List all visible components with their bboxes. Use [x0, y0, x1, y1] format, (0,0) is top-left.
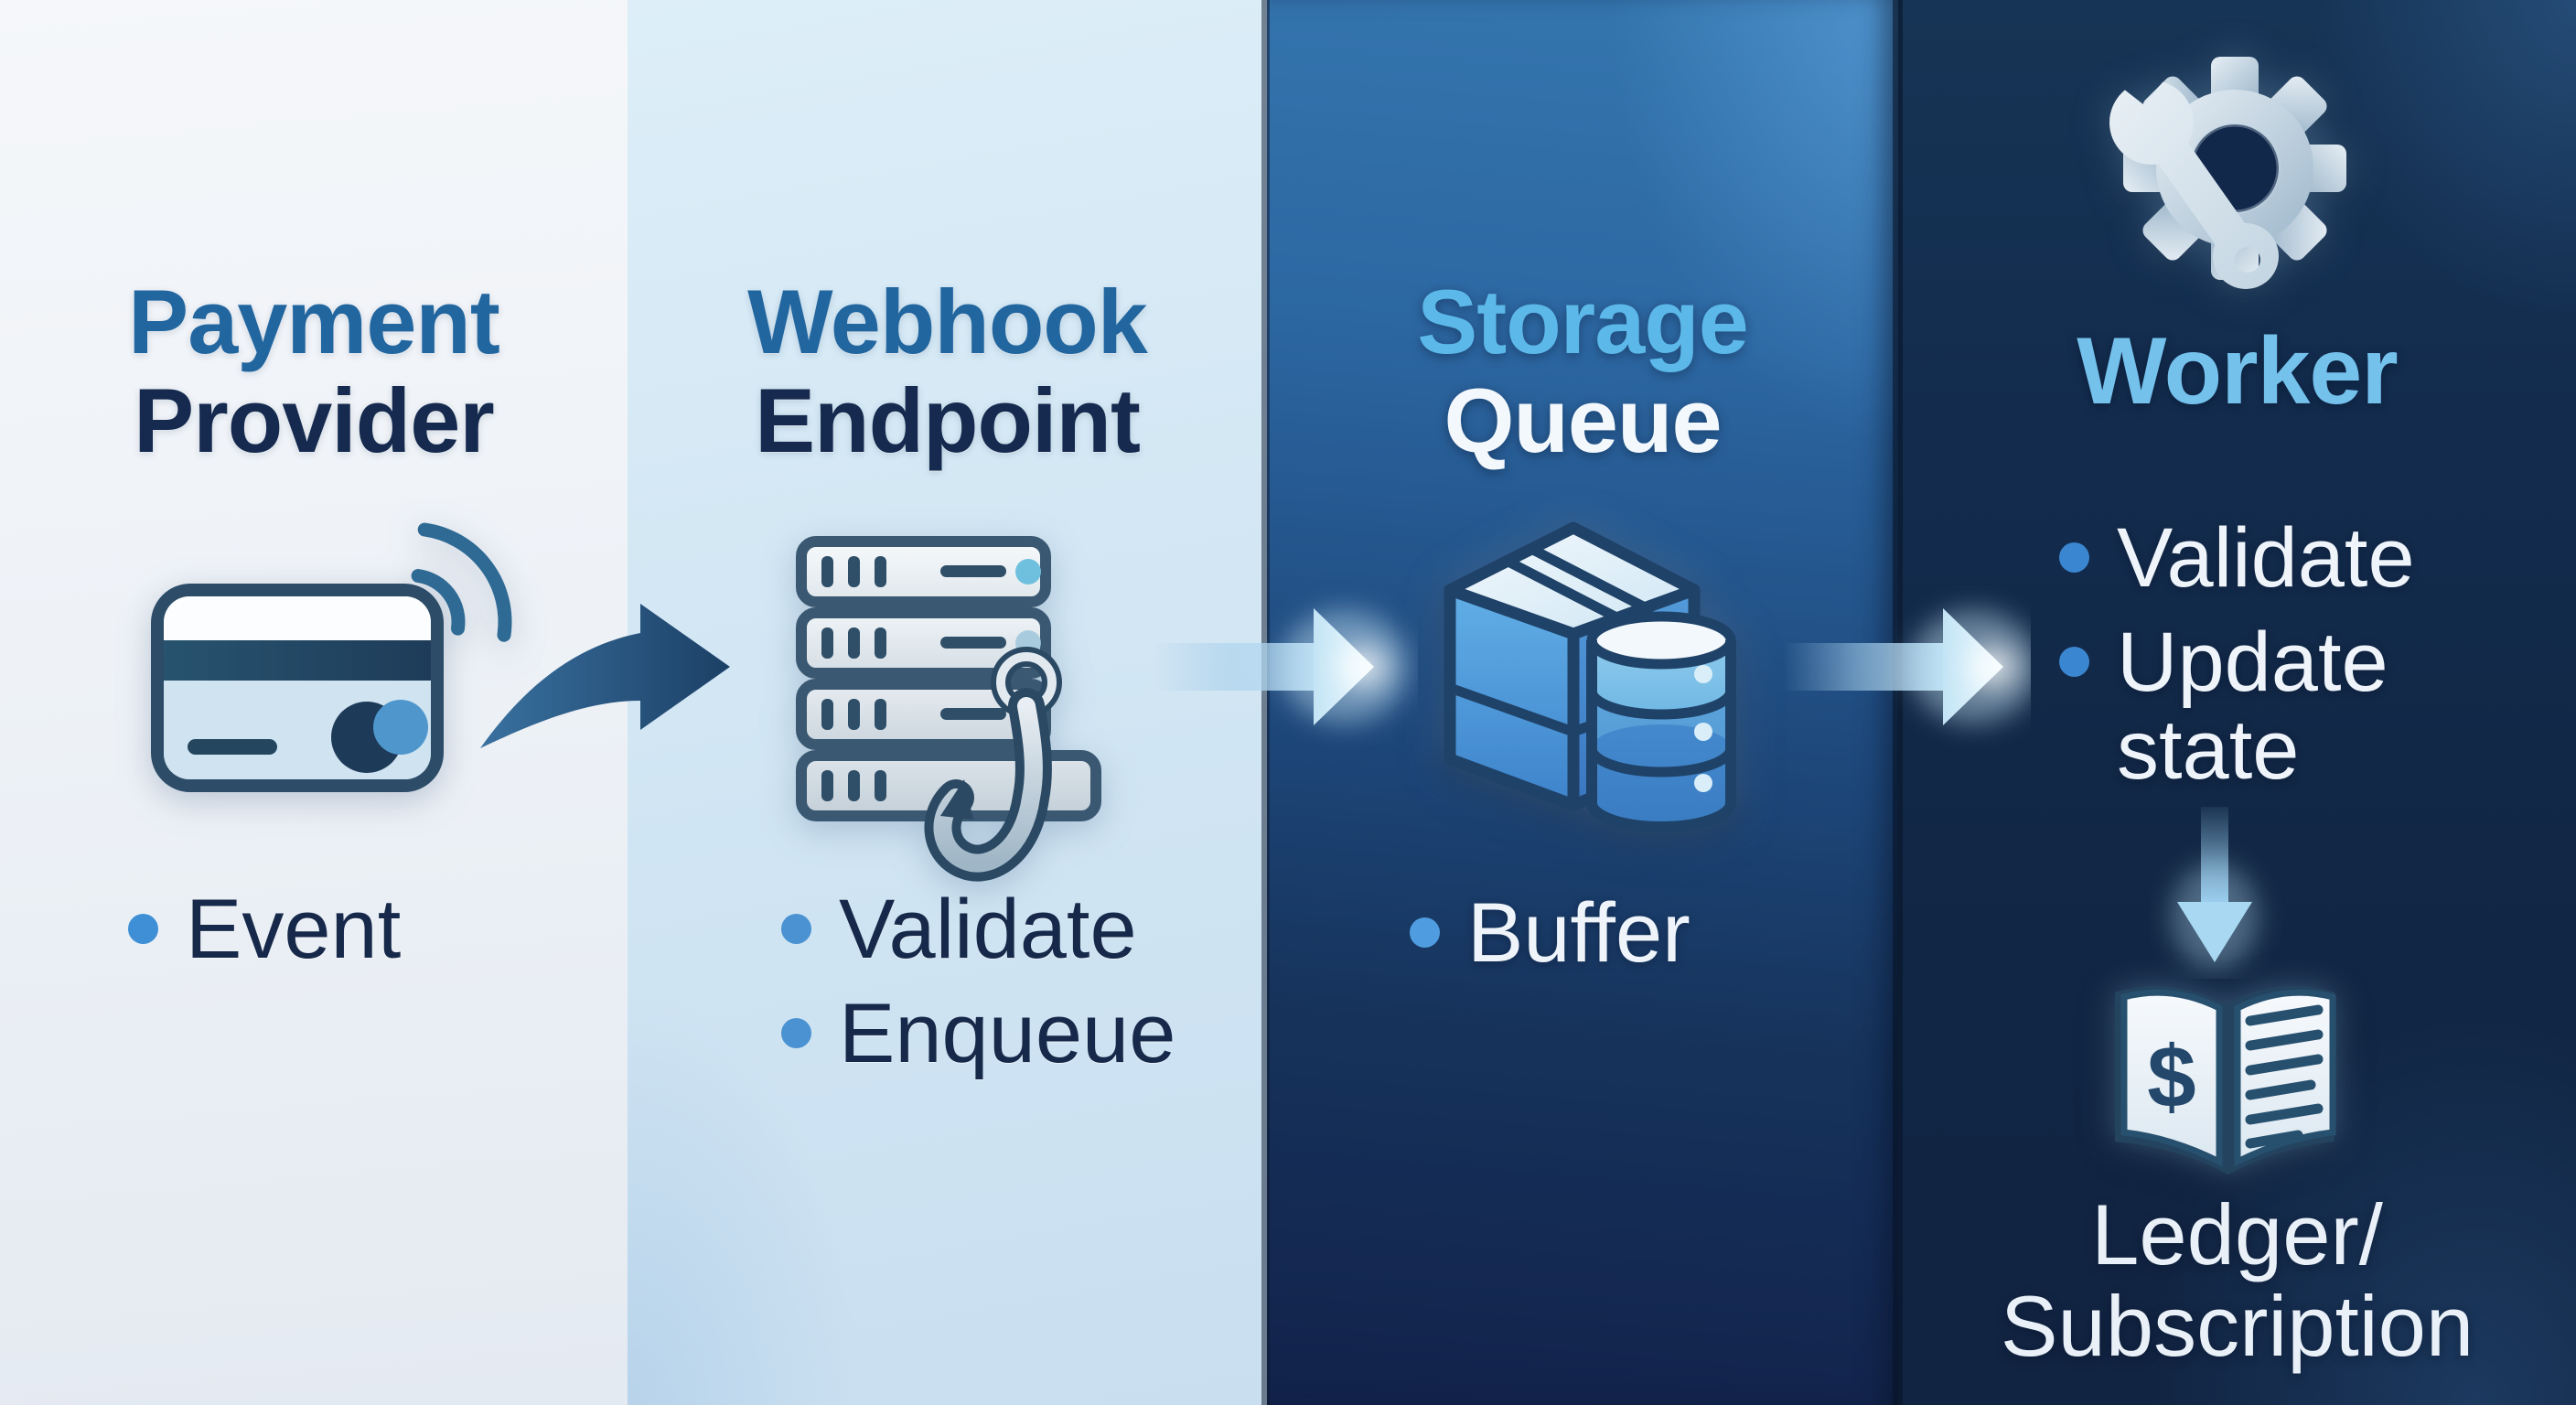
- column-divider: [1261, 0, 1270, 1405]
- payment-provider-bullets: Event: [128, 885, 401, 990]
- contactless-waves-icon: [411, 522, 512, 642]
- flow-arrow-endpoint-to-queue: [1153, 608, 1409, 725]
- ledger-book-icon: $: [2115, 985, 2336, 1174]
- title-line: Provider: [134, 370, 495, 471]
- flow-arrow-provider-to-endpoint: [480, 604, 730, 748]
- bullet-dot-icon: [128, 914, 158, 944]
- bullet-label: Update state: [2117, 616, 2388, 797]
- wrench-icon: [2095, 27, 2388, 338]
- title-line: Endpoint: [755, 370, 1141, 471]
- column-divider: [1893, 0, 1903, 1405]
- title-line: Payment: [128, 271, 500, 372]
- ledger-subscription-label: Ledger/ Subscription: [1898, 1189, 2576, 1372]
- list-item: Enqueue: [781, 990, 1175, 1078]
- storage-queue-bullets: Buffer: [1410, 889, 1690, 993]
- payment-provider-title: Payment Provider: [0, 273, 628, 470]
- server-webhook-icon: [796, 536, 1101, 882]
- list-item: Update state: [2059, 618, 2453, 794]
- bullet-label: Enqueue: [839, 987, 1176, 1080]
- database-cylinder-icon: [1586, 611, 1736, 832]
- title-line: Storage: [1417, 271, 1749, 372]
- worker-title: Worker: [1898, 322, 2576, 421]
- list-item: Buffer: [1410, 889, 1690, 977]
- list-item: Event: [128, 885, 401, 973]
- title-line: Webhook: [747, 271, 1148, 372]
- title-line: Queue: [1444, 370, 1722, 471]
- bullet-dot-icon: [781, 1018, 811, 1048]
- gear-wrench-icon: [2095, 27, 2388, 338]
- bullet-dot-icon: [1410, 917, 1440, 948]
- dollar-glyph: $: [2147, 1028, 2195, 1126]
- bullet-label: Buffer: [1467, 886, 1690, 980]
- flow-arrow-queue-to-worker: [1782, 608, 2031, 725]
- storage-queue-title: Storage Queue: [1267, 273, 1898, 470]
- output-label-line: Subscription: [2000, 1278, 2474, 1374]
- webhook-hook-icon: [924, 647, 1062, 882]
- worker-bullets: Validate Update state: [2059, 514, 2453, 810]
- contactless-credit-card-icon: [151, 522, 512, 792]
- bullet-dot-icon: [781, 914, 811, 944]
- bullet-dot-icon: [2059, 647, 2089, 677]
- webhook-endpoint-title: Webhook Endpoint: [628, 273, 1267, 470]
- bullet-label: Event: [186, 883, 402, 976]
- list-item: Validate: [781, 885, 1175, 973]
- storage-box-database-icon: [1444, 521, 1736, 832]
- text-lines-glyph: [2245, 1004, 2324, 1149]
- bullet-label: Validate: [839, 883, 1137, 976]
- title-line: Worker: [2077, 318, 2398, 424]
- webhook-endpoint-bullets: Validate Enqueue: [781, 885, 1175, 1094]
- list-item: Validate: [2059, 514, 2453, 602]
- output-label-line: Ledger/: [2091, 1186, 2383, 1282]
- flow-arrow-worker-to-ledger: [2171, 807, 2259, 970]
- bullet-label: Validate: [2117, 511, 2415, 605]
- bullet-dot-icon: [2059, 542, 2089, 573]
